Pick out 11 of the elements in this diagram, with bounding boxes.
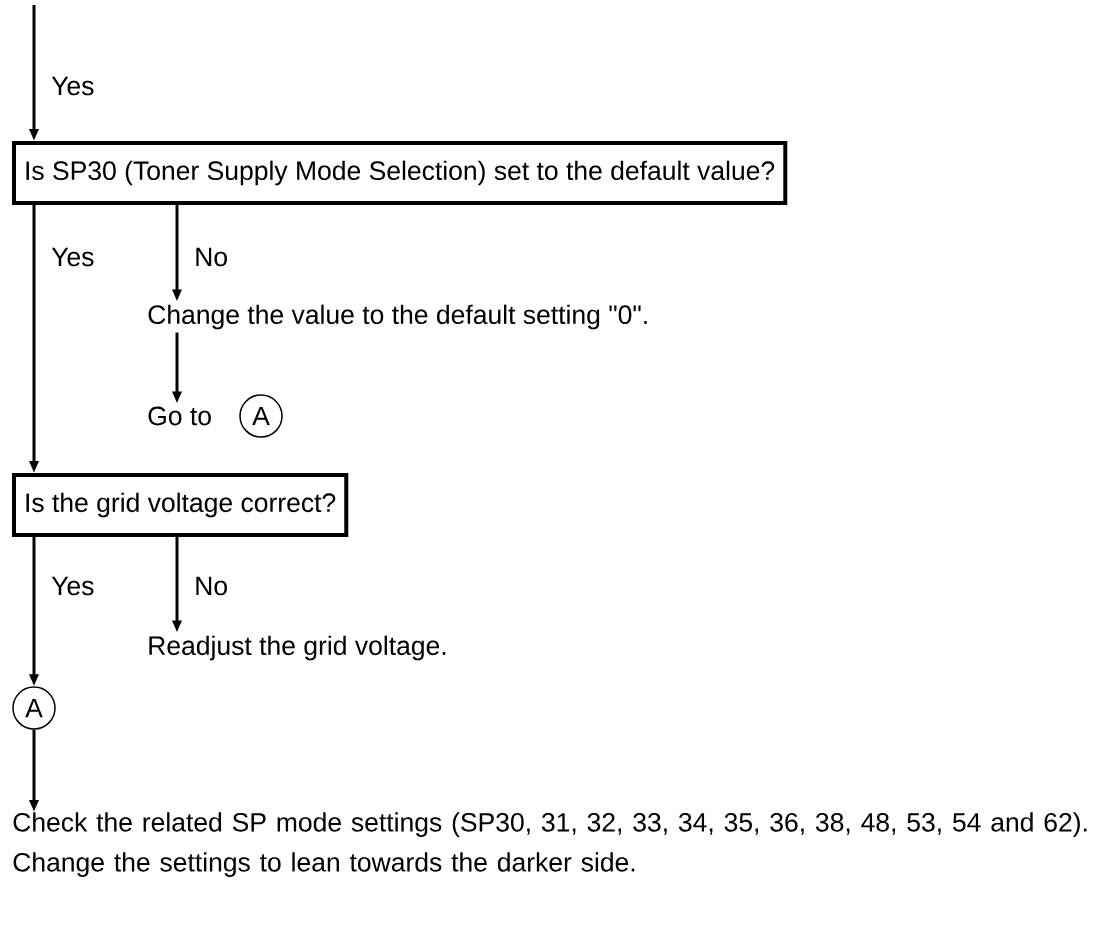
action-text: Go to <box>148 406 211 426</box>
action-text: Check the related SP mode settings (SP30, 31, 32, 33, 34, 35, 36, 38, 48, 53, 54 and 62). Change the settings to lean towards the darker side. <box>13 812 1087 877</box>
edge-label: Yes <box>50 246 96 268</box>
decision-box: Is SP30 (Toner Supply Mode Selection) set to the default value? <box>12 141 788 205</box>
edge-label: Yes <box>50 575 96 597</box>
decision-box: Is the grid voltage correct? <box>12 473 349 537</box>
action-text: Change the value to the default setting "0". <box>148 304 647 330</box>
action-text: Readjust the grid voltage. <box>149 635 446 661</box>
edge-label: No <box>193 246 230 268</box>
edge-label: Yes <box>50 75 96 97</box>
edge-label: No <box>193 575 230 597</box>
